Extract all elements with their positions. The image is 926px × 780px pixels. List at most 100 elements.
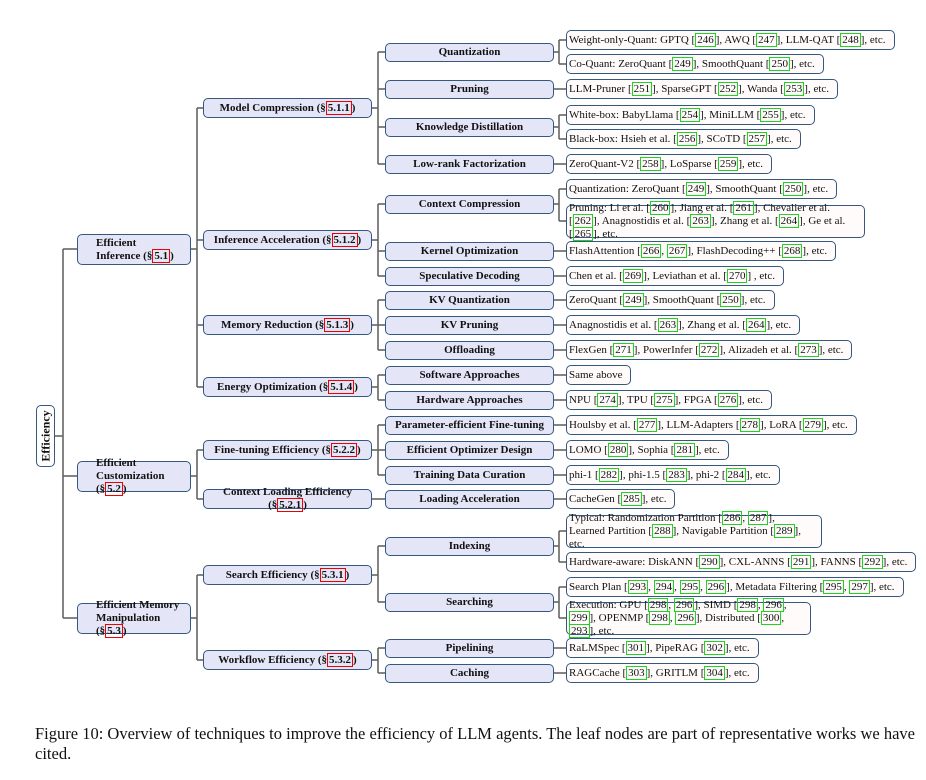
citation-link[interactable]: 263: [690, 214, 711, 228]
citation-link[interactable]: 257: [746, 131, 768, 146]
citation-link[interactable]: 294: [653, 579, 675, 594]
citation-link[interactable]: 246: [695, 32, 716, 47]
citation-link[interactable]: 247: [756, 32, 777, 47]
citation-link[interactable]: 250: [720, 292, 741, 307]
section-link[interactable]: 5.3.1: [319, 567, 346, 582]
technique-loading-acceleration: Loading Acceleration: [385, 490, 554, 509]
citation-link[interactable]: 258: [640, 156, 661, 171]
citation-link[interactable]: 249: [623, 292, 644, 307]
citation-link[interactable]: 296: [705, 579, 727, 594]
citation-link[interactable]: 293: [569, 624, 590, 638]
leaf-text: Same above: [569, 368, 623, 381]
citation-link[interactable]: 292: [862, 554, 883, 569]
citation-link[interactable]: 279: [802, 417, 823, 432]
leaf-text: FlashAttention [266, 267], FlashDecoding…: [569, 243, 828, 258]
citation-link[interactable]: 287: [747, 511, 769, 525]
citation-link[interactable]: 263: [657, 317, 679, 332]
citation-link[interactable]: 289: [774, 524, 795, 538]
citation-link[interactable]: 262: [572, 214, 594, 228]
citation-link[interactable]: 264: [745, 317, 767, 332]
citation-link[interactable]: 250: [769, 56, 790, 71]
technique-speculative-decoding: Speculative Decoding: [385, 267, 554, 286]
section-link[interactable]: 5.2.1: [277, 498, 304, 512]
citation-link[interactable]: 301: [625, 640, 647, 655]
citation-link[interactable]: 298: [737, 598, 758, 612]
leaf-works: RaLMSpec [301], PipeRAG [302], etc.: [566, 638, 759, 658]
leaf-works: Co-Quant: ZeroQuant [249], SmoothQuant […: [566, 54, 824, 74]
citation-link[interactable]: 296: [673, 598, 695, 612]
section-link[interactable]: 5.3: [105, 624, 123, 638]
section-link[interactable]: 5.1.1: [325, 100, 352, 115]
section-link[interactable]: 5.3.2: [327, 652, 354, 667]
citation-link[interactable]: 248: [840, 32, 861, 47]
node-label: Inference Acceleration: [213, 233, 320, 246]
citation-link[interactable]: 249: [685, 181, 707, 196]
citation-link[interactable]: 255: [760, 107, 781, 122]
citation-link[interactable]: 253: [783, 81, 805, 96]
node-label: Context Loading Efficiency: [223, 486, 352, 498]
citation-link[interactable]: 268: [781, 243, 803, 258]
section-link[interactable]: 5.1.4: [328, 379, 355, 394]
citation-link[interactable]: 252: [717, 81, 739, 96]
section-link[interactable]: 5.2.2: [331, 442, 358, 457]
section-link[interactable]: 5.1: [152, 248, 171, 263]
citation-link[interactable]: 280: [607, 442, 629, 457]
citation-link[interactable]: 282: [598, 467, 620, 482]
citation-link[interactable]: 281: [674, 442, 695, 457]
citation-link[interactable]: 269: [622, 268, 644, 283]
citation-link[interactable]: 266: [640, 243, 662, 258]
citation-link[interactable]: 265: [572, 227, 594, 241]
citation-link[interactable]: 277: [636, 417, 658, 432]
citation-link[interactable]: 260: [649, 201, 671, 215]
citation-link[interactable]: 291: [790, 554, 812, 569]
citation-link[interactable]: 267: [666, 243, 688, 258]
leaf-text: NPU [274], TPU [275], FPGA [276], etc.: [569, 392, 763, 407]
citation-link[interactable]: 298: [649, 611, 670, 625]
citation-link[interactable]: 286: [721, 511, 743, 525]
citation-link[interactable]: 271: [613, 342, 634, 357]
leaf-works: Pruning: Li et al. [260], Jiang et al. […: [566, 201, 865, 241]
subcategory-fine-tuning-efficiency: Fine-tuning Efficiency (§5.2.2): [203, 440, 372, 460]
citation-link[interactable]: 288: [652, 524, 673, 538]
citation-link[interactable]: 300: [760, 611, 782, 625]
technique-pipelining: Pipelining: [385, 639, 554, 658]
technique-efficient-optimizer-design: Efficient Optimizer Design: [385, 441, 554, 460]
citation-link[interactable]: 261: [733, 201, 754, 215]
citation-link[interactable]: 278: [739, 417, 761, 432]
citation-link[interactable]: 298: [647, 598, 669, 612]
citation-link[interactable]: 302: [704, 640, 725, 655]
citation-link[interactable]: 303: [626, 665, 647, 680]
citation-link[interactable]: 296: [763, 598, 784, 612]
citation-link[interactable]: 259: [717, 156, 739, 171]
citation-link[interactable]: 270: [726, 268, 748, 283]
citation-link[interactable]: 297: [849, 579, 870, 594]
citation-link[interactable]: 299: [569, 611, 590, 625]
citation-link[interactable]: 293: [627, 579, 649, 594]
citation-link[interactable]: 296: [675, 611, 696, 625]
citation-link[interactable]: 283: [666, 467, 687, 482]
node-label: Workflow Efficiency: [218, 653, 316, 666]
section-link[interactable]: 5.1.2: [331, 232, 358, 247]
citation-link[interactable]: 304: [704, 665, 725, 680]
citation-link[interactable]: 273: [798, 342, 819, 357]
citation-link[interactable]: 290: [699, 554, 720, 569]
citation-link[interactable]: 275: [654, 392, 675, 407]
citation-link[interactable]: 272: [698, 342, 720, 357]
section-link[interactable]: 5.2: [105, 482, 123, 496]
citation-link[interactable]: 256: [676, 131, 698, 146]
technique-parameter-efficient-fine-tuning: Parameter-efficient Fine-tuning: [385, 416, 554, 435]
citation-link[interactable]: 274: [597, 392, 618, 407]
citation-link[interactable]: 249: [672, 56, 693, 71]
citation-link[interactable]: 254: [679, 107, 701, 122]
citation-link[interactable]: 264: [778, 214, 800, 228]
leaf-text: RAGCache [303], GRITLM [304], etc.: [569, 665, 750, 680]
citation-link[interactable]: 251: [631, 81, 653, 96]
citation-link[interactable]: 295: [679, 579, 701, 594]
section-link[interactable]: 5.1.3: [324, 317, 351, 332]
citation-link[interactable]: 284: [725, 467, 747, 482]
citation-link[interactable]: 285: [621, 491, 642, 506]
citation-link[interactable]: 250: [782, 181, 804, 196]
citation-link[interactable]: 276: [717, 392, 739, 407]
citation-link[interactable]: 295: [823, 579, 844, 594]
